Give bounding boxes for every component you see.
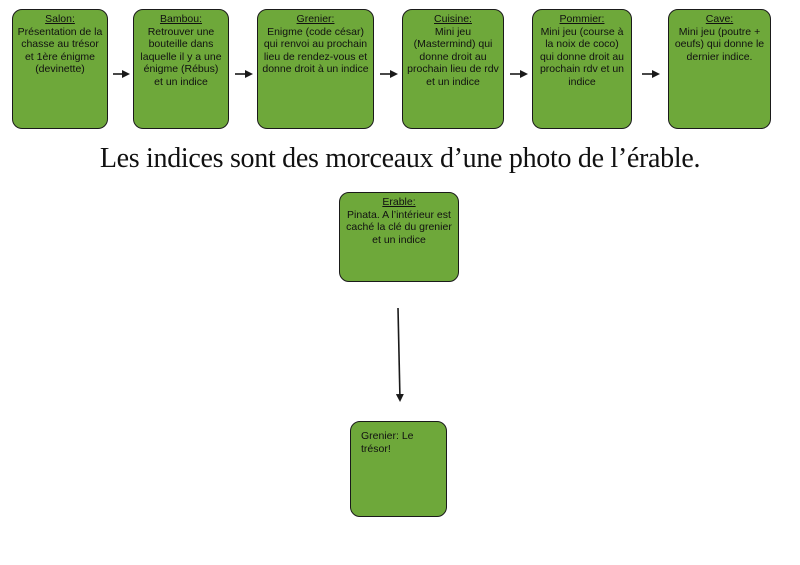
- node-text: Pinata. A l’intérieur est caché la clé d…: [346, 208, 452, 246]
- node-grenier: Grenier: Enigme (code césar) qui renvoi …: [257, 9, 374, 129]
- node-bambou: Bambou: Retrouver une bouteille dans laq…: [133, 9, 229, 129]
- node-text: Grenier: Le trésor!: [361, 430, 414, 455]
- node-text: Mini jeu (course à la noix de coco) qui …: [539, 25, 625, 88]
- node-erable: Erable: Pinata. A l’intérieur est caché …: [339, 192, 459, 282]
- node-cave: Cave: Mini jeu (poutre + oeufs) qui donn…: [668, 9, 771, 129]
- node-text: Mini jeu (poutre + oeufs) qui donne le d…: [674, 25, 765, 63]
- node-final-tresor: Grenier: Le trésor!: [350, 421, 447, 517]
- node-title: Cuisine:: [434, 13, 472, 25]
- node-salon: Salon: Présentation de la chasse au trés…: [12, 9, 108, 129]
- diagram-caption: Les indices sont des morceaux d’une phot…: [99, 143, 701, 174]
- node-pommier: Pommier: Mini jeu (course à la noix de c…: [532, 9, 632, 129]
- node-text: Retrouver une bouteille dans laquelle il…: [140, 25, 222, 88]
- node-text: Enigme (code césar) qui renvoi au procha…: [262, 25, 369, 76]
- arrow-erable-final: [395, 307, 404, 402]
- node-text: Présentation de la chasse au trésor et 1…: [17, 25, 103, 76]
- node-title: Pommier:: [559, 13, 605, 25]
- node-title: Salon:: [45, 13, 75, 25]
- node-title: Bambou:: [159, 13, 203, 25]
- node-title: Cave:: [705, 13, 734, 25]
- node-title: Erable:: [382, 196, 416, 208]
- node-text: Mini jeu (Mastermind) qui donne droit au…: [407, 25, 499, 88]
- node-title: Grenier:: [296, 13, 335, 25]
- node-cuisine: Cuisine: Mini jeu (Mastermind) qui donne…: [402, 9, 504, 129]
